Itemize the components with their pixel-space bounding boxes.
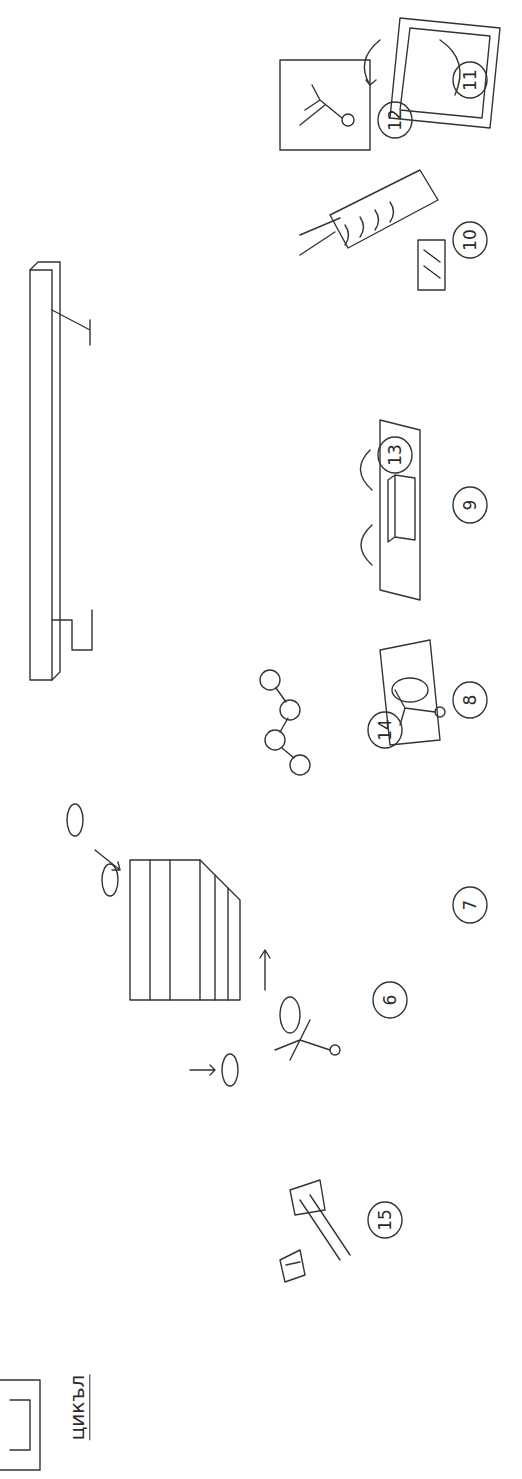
throw-figure-sketch	[260, 950, 340, 1060]
callout-number: 8	[451, 681, 489, 719]
callout-circle: 11	[451, 61, 489, 99]
roller-sketch	[300, 170, 445, 290]
callout-number: 6	[371, 981, 409, 1019]
stairs-sketch	[67, 804, 240, 1086]
callout-number: 9	[451, 486, 489, 524]
callout-circle: 15	[366, 1201, 404, 1239]
callout-number: 12	[376, 101, 414, 139]
beam-sketch	[30, 262, 92, 680]
frame-sketch	[364, 18, 500, 128]
note-label: цикъл	[65, 1375, 90, 1441]
callout-number: 13	[376, 436, 414, 474]
callout-circle: 12	[376, 101, 414, 139]
callout-number: 14	[366, 711, 404, 749]
rings-sketch	[260, 670, 310, 775]
callout-circle: 8	[451, 681, 489, 719]
callout-circle: 10	[451, 221, 489, 259]
brush-sketch	[280, 1180, 350, 1282]
callout-number: 11	[451, 61, 489, 99]
callout-number: 10	[451, 221, 489, 259]
callout-number: 7	[451, 886, 489, 924]
figure-sketch	[280, 60, 370, 150]
callout-circle: 6	[371, 981, 409, 1019]
callout-circle: 13	[376, 436, 414, 474]
partial-sketch	[0, 1380, 40, 1470]
callout-number: 15	[366, 1201, 404, 1239]
callout-circle: 7	[451, 886, 489, 924]
callout-circle: 9	[451, 486, 489, 524]
step-block-sketch	[360, 420, 420, 600]
callout-circle: 14	[366, 711, 404, 749]
